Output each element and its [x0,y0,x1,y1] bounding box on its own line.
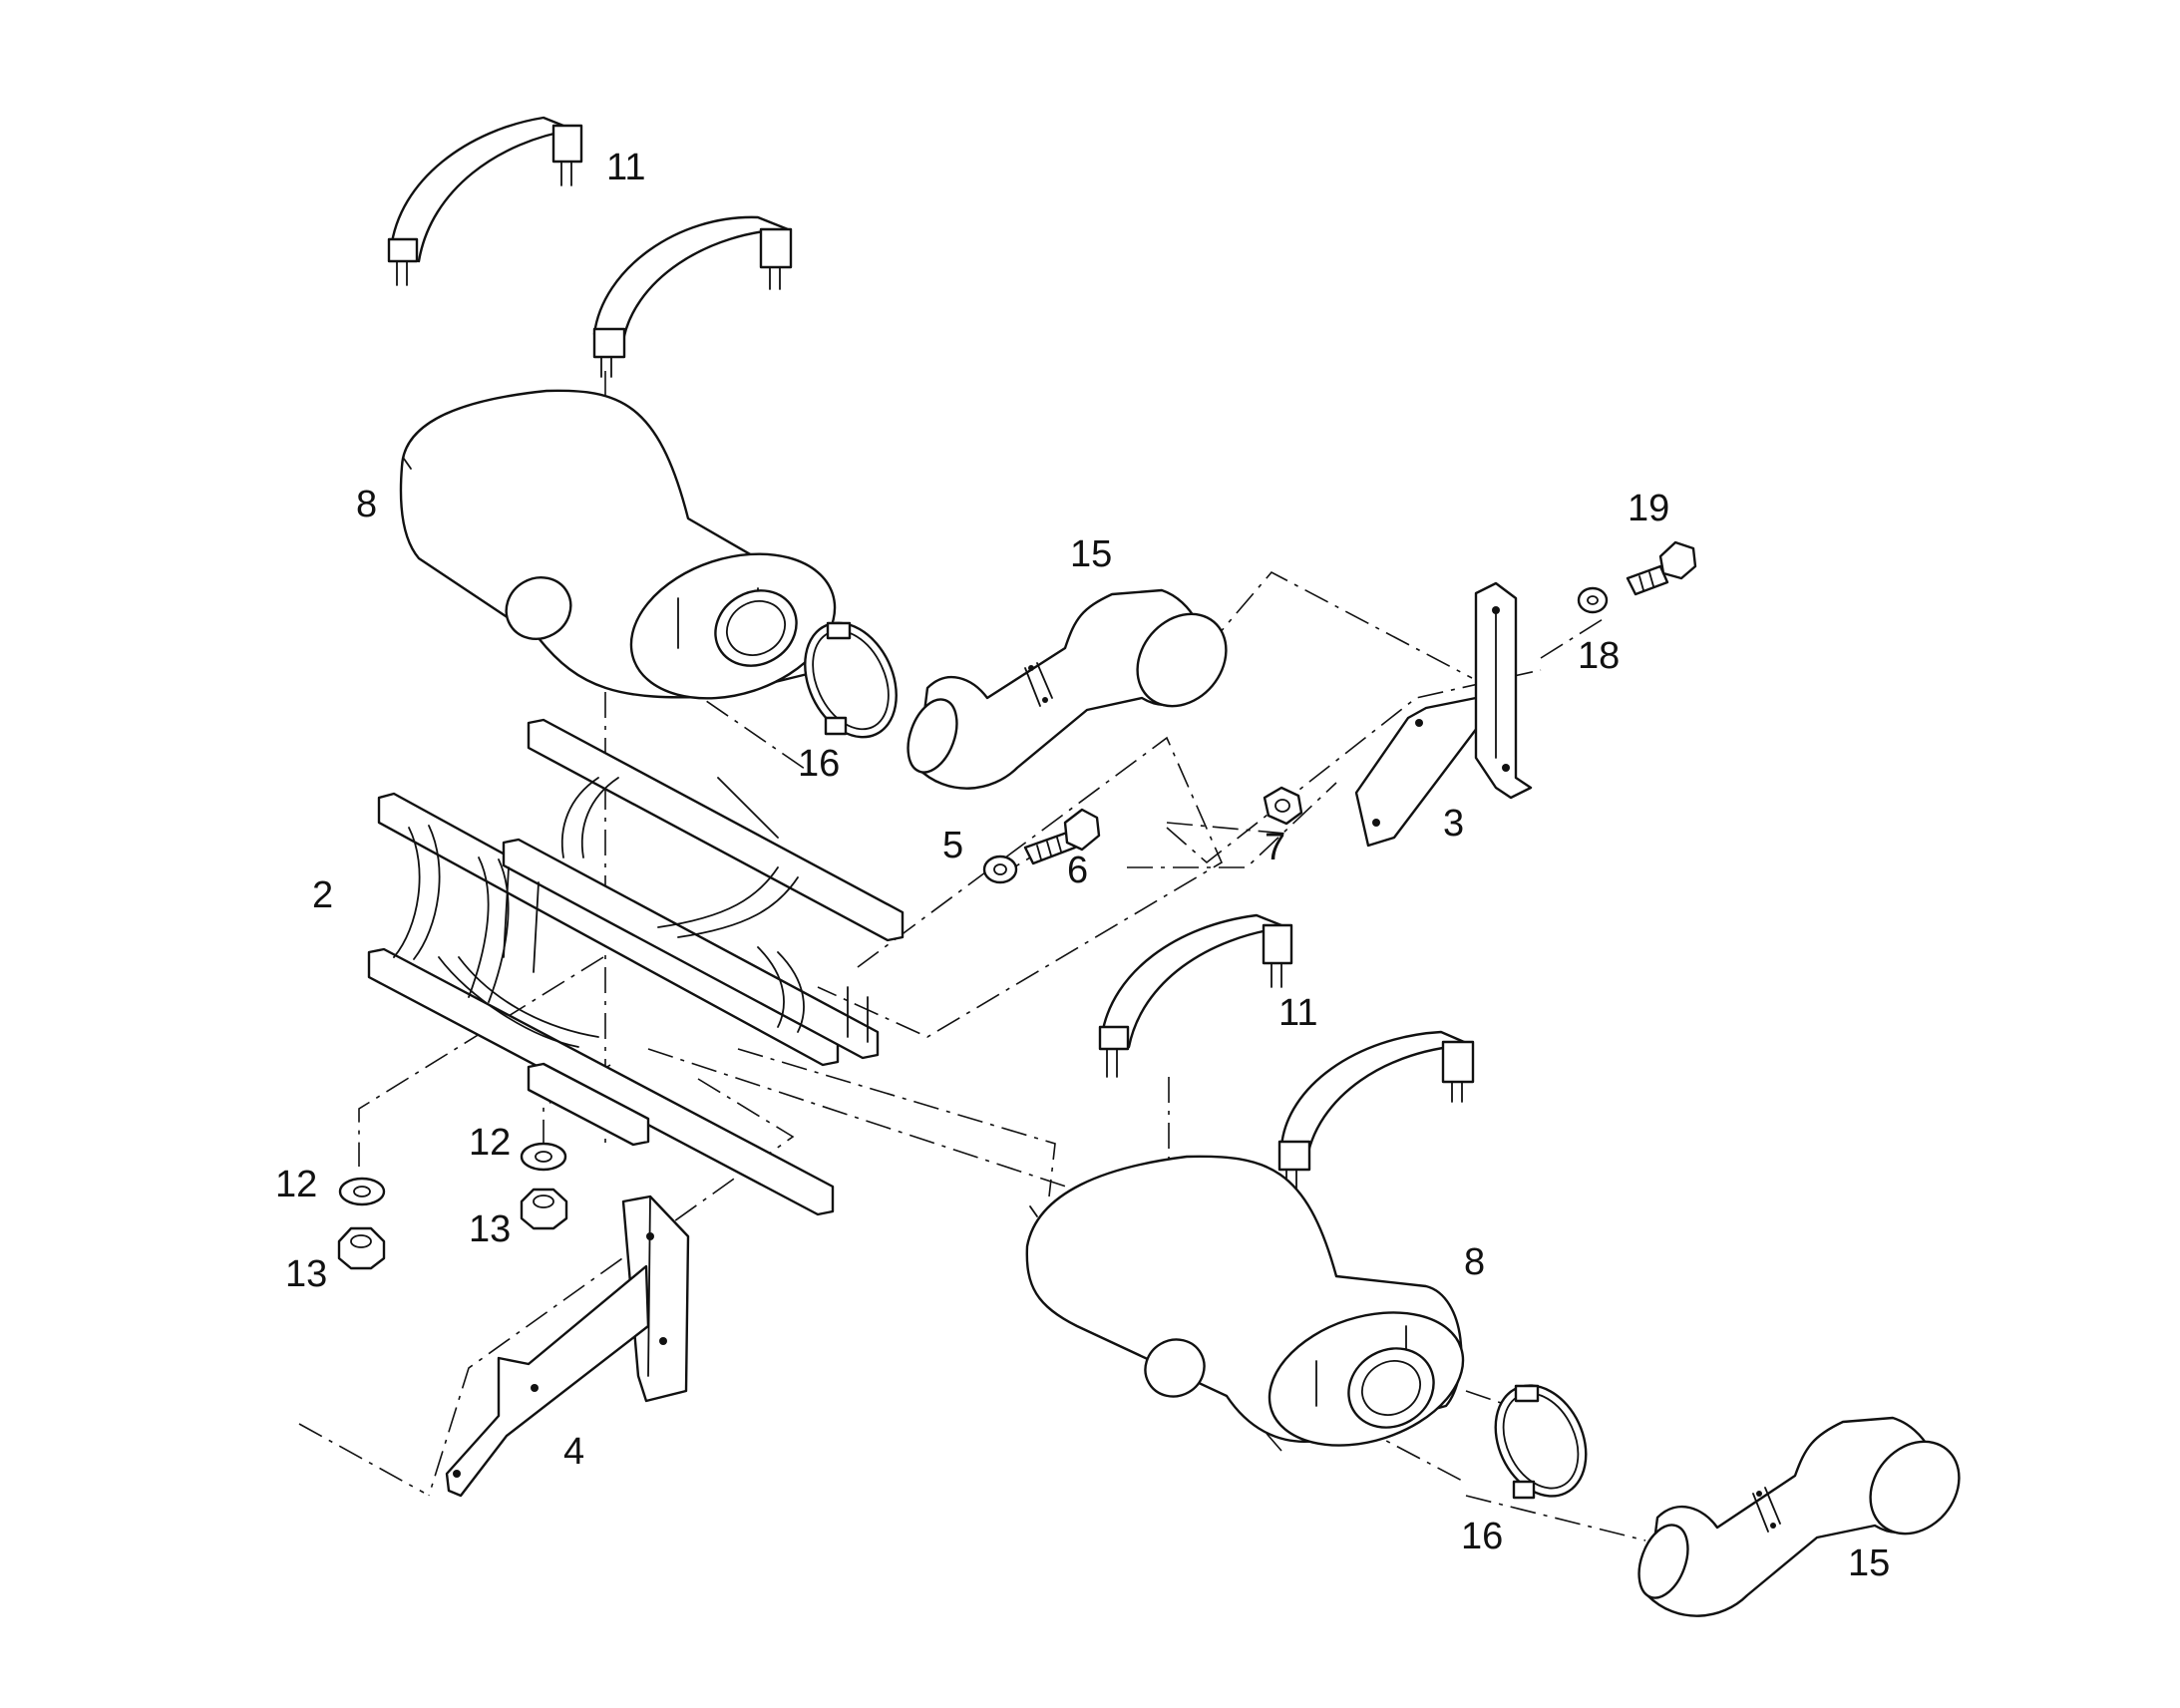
bolt-6 [1023,808,1101,865]
muffler-8-bottom [1025,1155,1465,1447]
mounting-strap-11-top [387,116,583,286]
callout-7: 7 [1265,827,1285,868]
washer-18 [1577,586,1609,614]
bolt-19 [1626,540,1697,596]
mounting-strap-bottom-large [1277,1030,1475,1190]
callout-11-top: 11 [606,147,645,188]
washer-5 [982,854,1018,884]
callout-6: 6 [1067,850,1088,891]
callout-16-top: 16 [798,743,840,785]
callout-8-bottom: 8 [1464,1241,1485,1283]
callout-13-left: 13 [285,1253,327,1295]
bracket-3 [1354,581,1533,848]
callout-16-bottom: 16 [1461,1516,1503,1557]
clamp-16-bottom [1494,1384,1588,1500]
callout-8-top: 8 [356,484,377,525]
mounting-strap-top-large [592,215,793,378]
callout-19: 19 [1628,488,1669,529]
callout-13-mid: 13 [469,1208,511,1250]
washer-12-mid [520,1142,567,1172]
mounting-strap-11-bottom [1098,913,1293,1078]
callout-4: 4 [563,1431,584,1473]
muffler-8-top [399,389,837,700]
callout-15-top: 15 [1070,533,1112,575]
cross-frame-2 [367,718,905,1216]
callout-2: 2 [312,874,333,916]
nut-7 [1263,786,1303,826]
callout-3: 3 [1443,803,1464,845]
nut-13-mid [520,1188,568,1230]
callout-numbers: 11 8 15 19 18 16 5 6 7 3 2 11 12 12 13 1… [275,147,1890,1584]
callout-12-mid: 12 [469,1122,511,1164]
callout-12-left: 12 [275,1164,317,1205]
tailpipe-15-top [907,588,1228,790]
bracket-4 [445,1195,690,1498]
callout-15-bottom: 15 [1848,1542,1890,1584]
callout-11-bottom: 11 [1278,992,1317,1034]
callout-5: 5 [942,825,963,866]
tailpipe-15-bottom [1637,1416,1961,1617]
nut-13-left [337,1226,386,1270]
clamp-16-top [804,621,898,739]
washer-12-left [338,1177,386,1206]
callout-18: 18 [1578,635,1620,677]
